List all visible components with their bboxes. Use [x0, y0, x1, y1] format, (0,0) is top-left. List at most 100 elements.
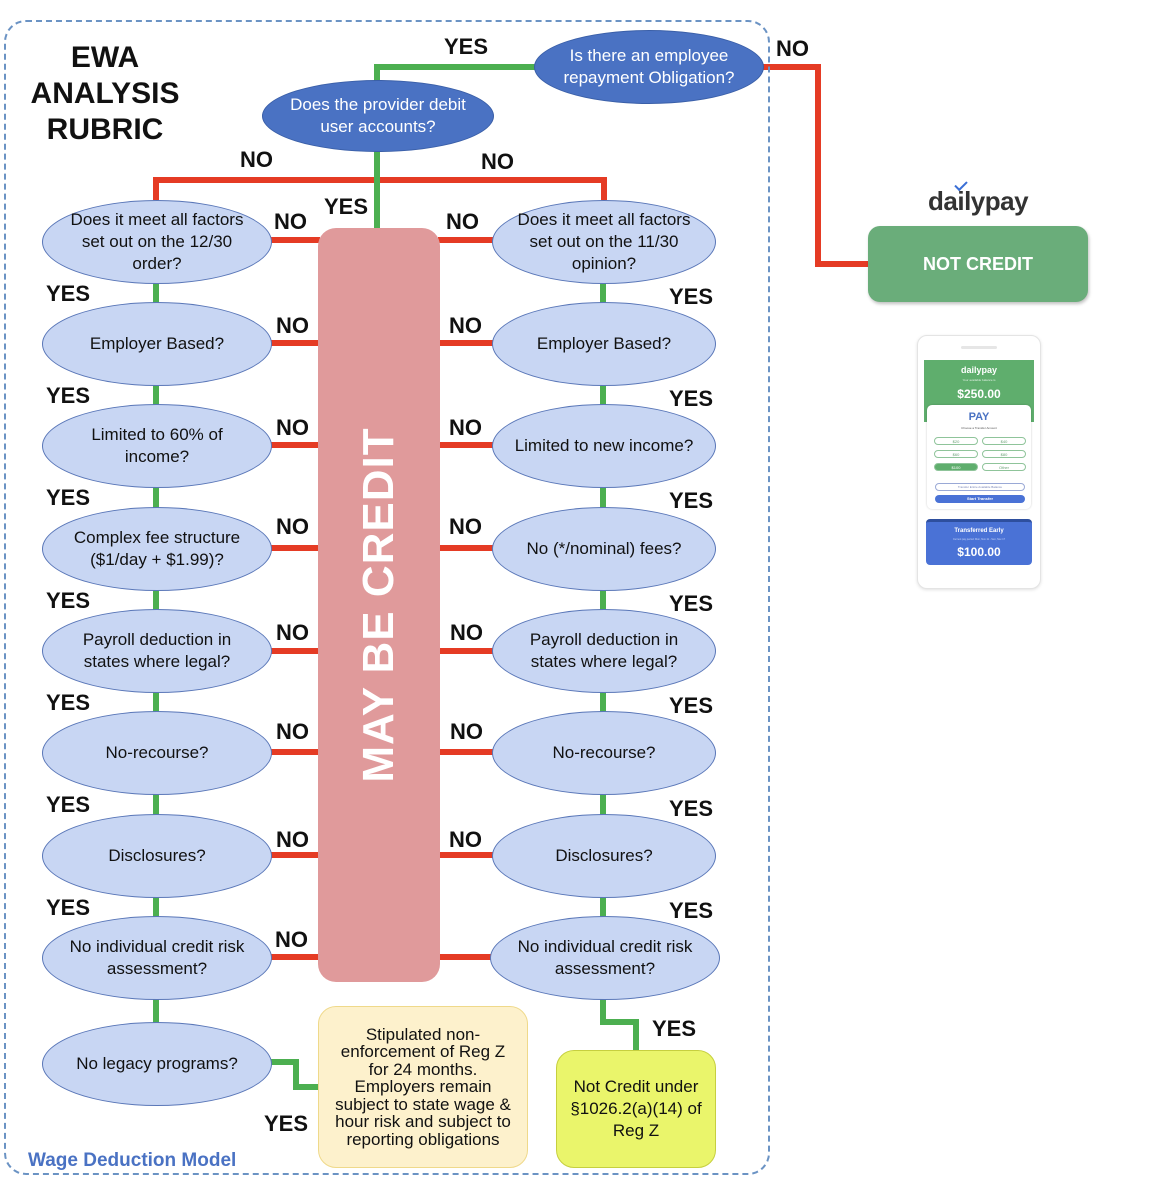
pay-period-caption: Current pay period: Mon, Nov 11 - Sun, N…: [952, 538, 1006, 541]
node-text: Is there an employee repayment Obligatio…: [563, 46, 735, 87]
left-node-limited-60: Limited to 60% of income?: [42, 404, 272, 488]
label-yes-right: YES: [669, 488, 714, 513]
node-text: Does it meet all factors set out on the …: [70, 210, 244, 273]
amount-chip-selected[interactable]: $100: [934, 463, 978, 471]
node-text: No-recourse?: [105, 743, 209, 762]
label-yes-right: YES: [669, 284, 714, 309]
node-text: Limited to new income?: [514, 436, 694, 455]
node-text: Employer Based?: [89, 334, 225, 353]
start-transfer-button[interactable]: Start Transfer: [935, 495, 1025, 503]
node-text: Does it meet all factors set out on the …: [517, 210, 691, 273]
node-text: Limited to 60% of income?: [91, 425, 223, 466]
node-debit-user-accounts: Does the provider debit user accounts?: [262, 80, 494, 152]
label-no-right: NO: [449, 514, 482, 539]
label-yes-right: YES: [669, 591, 714, 616]
label-yes-left: YES: [46, 383, 91, 408]
rubric-title: EWA ANALYSIS RUBRIC: [20, 40, 190, 148]
node-text: No (*/nominal) fees?: [526, 539, 682, 558]
title-line: ANALYSIS: [30, 77, 180, 110]
right-node-11-30-opinion: Does it meet all factors set out on the …: [492, 200, 716, 284]
no-stubs-right: [438, 237, 494, 960]
node-text: Complex fee structure ($1/day + $1.99)?: [73, 528, 241, 569]
label-yes-left: YES: [46, 588, 91, 613]
label-yes-left: YES: [46, 895, 91, 920]
label-no-right: NO: [449, 415, 482, 440]
amount-chip[interactable]: Other: [982, 463, 1026, 471]
node-text: No individual credit risk assessment?: [69, 937, 245, 978]
label-yes-legacy: YES: [264, 1111, 309, 1136]
left-node-legacy-programs: No legacy programs?: [42, 1022, 272, 1106]
right-node-disclosures: Disclosures?: [492, 814, 716, 898]
label-no-right: NO: [449, 827, 482, 852]
phone-logo: dailypay: [960, 365, 998, 375]
label-yes-right: YES: [669, 898, 714, 923]
right-node-no-recourse: No-recourse?: [492, 711, 716, 795]
label-no-repayment: NO: [776, 36, 809, 61]
no-stubs-left: [270, 237, 320, 960]
label-no-debit-left: NO: [240, 147, 273, 172]
wage-deduction-model-frame: [4, 20, 770, 1175]
node-text: Employer Based?: [536, 334, 672, 353]
label-no-left: NO: [274, 209, 307, 234]
label-no-left: NO: [276, 313, 309, 338]
amount-chip[interactable]: $20: [934, 437, 978, 445]
left-node-disclosures: Disclosures?: [42, 814, 272, 898]
label-yes-left: YES: [46, 485, 91, 510]
dailypay-logo: dailypay: [928, 186, 1029, 216]
stipulated-text: Stipulated non-enforcement of Reg Z for …: [335, 1024, 511, 1149]
transfer-entire-balance-button[interactable]: Transfer Entire Available Balance: [935, 483, 1025, 491]
label-no-left: NO: [276, 719, 309, 744]
phone-mockup: dailypay Your available balance is $250.…: [917, 335, 1041, 589]
phone-pay-card: PAY Choose a Transfer Amount $20 $40 $60…: [927, 405, 1031, 509]
label-no-right: NO: [450, 719, 483, 744]
node-text: No-recourse?: [552, 743, 656, 762]
right-node-new-income: Limited to new income?: [492, 404, 716, 488]
transferred-early-title: Transferred Early: [954, 528, 1004, 534]
amount-chip[interactable]: $40: [982, 437, 1026, 445]
may-be-credit-label: MAY BE CREDIT: [354, 427, 403, 783]
yes-connectors: [153, 64, 639, 1090]
left-node-complex-fee: Complex fee structure ($1/day + $1.99)?: [42, 507, 272, 591]
label-yes-right: YES: [669, 796, 714, 821]
not-credit-reg-z-box: Not Credit under §1026.2(a)(14) of Reg Z: [556, 1050, 716, 1168]
not-credit-text: NOT CREDIT: [923, 253, 1033, 274]
no-line-repayment-to-not-credit: [762, 64, 870, 267]
label-no-left: NO: [275, 927, 308, 952]
left-node-12-30-order: Does it meet all factors set out on the …: [42, 200, 272, 284]
node-text: Payroll deduction in states where legal?: [82, 630, 232, 671]
yes-line-legacy-to-stipulated: [270, 1059, 320, 1090]
title-line: EWA: [70, 41, 140, 74]
right-node-nominal-fees: No (*/nominal) fees?: [492, 507, 716, 591]
node-repayment-obligation: Is there an employee repayment Obligatio…: [534, 30, 764, 104]
label-no-debit-right: NO: [481, 149, 514, 174]
label-no-left: NO: [276, 827, 309, 852]
left-node-credit-risk: No individual credit risk assessment?: [42, 916, 272, 1000]
label-yes-left: YES: [46, 281, 91, 306]
transferred-early-card: Transferred Early Current pay period: Mo…: [926, 519, 1032, 565]
label-yes-right: YES: [669, 386, 714, 411]
label-no-left: NO: [276, 514, 309, 539]
not-credit-box: NOT CREDIT: [868, 226, 1088, 302]
label-yes-right: YES: [669, 693, 714, 718]
label-yes-regz: YES: [652, 1016, 697, 1041]
label-no-left: NO: [276, 415, 309, 440]
amount-chip[interactable]: $60: [934, 450, 978, 458]
label-no-right: NO: [449, 313, 482, 338]
label-no-left: NO: [276, 620, 309, 645]
not-credit-reg-z-text: Not Credit under §1026.2(a)(14) of Reg Z: [570, 1077, 702, 1140]
phone-balance-caption: Your available balance is: [962, 378, 996, 382]
stipulated-non-enforcement-box: Stipulated non-enforcement of Reg Z for …: [318, 1006, 528, 1168]
label-yes-debit: YES: [324, 194, 369, 219]
node-text: Disclosures?: [108, 846, 206, 865]
node-text: No legacy programs?: [76, 1054, 238, 1073]
node-text: No individual credit risk assessment?: [517, 937, 693, 978]
phone-pay-title: PAY: [968, 411, 990, 423]
amount-chip[interactable]: $80: [982, 450, 1026, 458]
right-node-employer-based: Employer Based?: [492, 302, 716, 386]
may-be-credit-box: MAY BE CREDIT: [318, 228, 440, 982]
phone-balance: $250.00: [957, 387, 1001, 401]
phone-choose-caption: Choose a Transfer Amount: [961, 426, 997, 430]
yes-line-right-to-regz: [600, 998, 639, 1052]
right-node-credit-risk: No individual credit risk assessment?: [490, 916, 720, 1000]
